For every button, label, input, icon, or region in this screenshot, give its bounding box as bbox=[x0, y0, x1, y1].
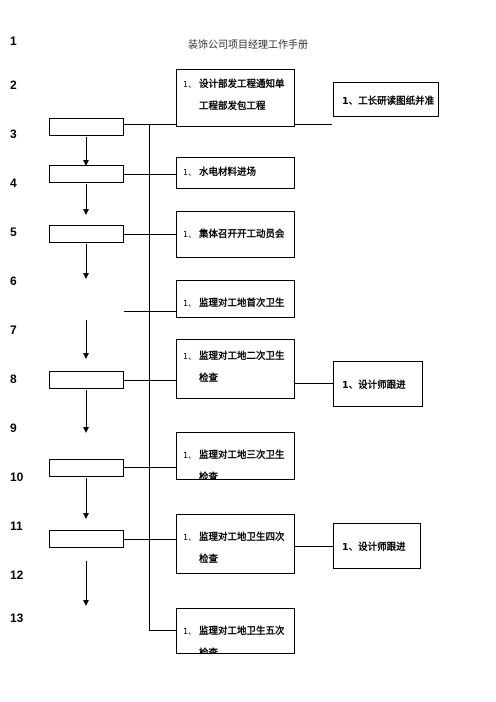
row-number-8: 8 bbox=[10, 372, 17, 386]
row-number-3: 3 bbox=[10, 127, 17, 141]
step-box-3: 1、集体召开开工动员会 bbox=[176, 211, 295, 258]
flow-arrow bbox=[83, 137, 89, 166]
flow-arrow bbox=[83, 320, 89, 359]
row-number-12: 12 bbox=[10, 568, 24, 582]
row-number-7: 7 bbox=[10, 323, 17, 337]
side-note-3: 1、设计师跟进 bbox=[333, 523, 421, 569]
flow-node-3 bbox=[49, 225, 124, 243]
row-number-2: 2 bbox=[10, 78, 17, 92]
step-box-6: 1、监理对工地三次卫生 检查 bbox=[176, 432, 295, 480]
step-box-1: 1、设计部发工程通知单 工程部发包工程 bbox=[176, 69, 295, 127]
flow-node-5 bbox=[49, 459, 124, 477]
side-note-2: 1、设计师跟进 bbox=[333, 361, 423, 407]
flow-arrow bbox=[83, 244, 89, 279]
connector-line bbox=[124, 539, 176, 540]
flow-node-4 bbox=[49, 371, 124, 389]
row-number-10: 10 bbox=[10, 470, 24, 484]
row-number-9: 9 bbox=[10, 421, 17, 435]
step-box-2: 1、水电材料进场 bbox=[176, 157, 295, 189]
row-number-5: 5 bbox=[10, 225, 17, 239]
flow-node-1 bbox=[49, 118, 124, 136]
connector-line bbox=[124, 467, 176, 468]
flow-arrow bbox=[83, 478, 89, 519]
row-number-11: 11 bbox=[10, 519, 23, 533]
connector-line bbox=[295, 546, 333, 547]
row-number-1: 1 bbox=[10, 34, 17, 48]
flow-arrow bbox=[83, 561, 89, 606]
step-box-5: 1、监理对工地二次卫生 检查 bbox=[176, 339, 295, 399]
step-box-8: 1、监理对工地卫生五次 检查 bbox=[176, 608, 295, 654]
connector-line bbox=[124, 234, 176, 235]
connector-line bbox=[124, 380, 176, 381]
connector-line bbox=[295, 383, 333, 384]
side-note-1: 1、工长研读图纸并准 bbox=[333, 82, 439, 117]
connector-line bbox=[124, 174, 176, 175]
connector-line bbox=[149, 630, 176, 631]
page-header: 装饰公司项目经理工作手册 bbox=[188, 40, 308, 51]
connector-line bbox=[124, 311, 176, 312]
row-number-13: 13 bbox=[10, 611, 24, 625]
step-box-7: 1、监理对工地卫生四次 检查 bbox=[176, 514, 295, 574]
flow-arrow bbox=[83, 184, 89, 215]
flow-arrow bbox=[83, 390, 89, 433]
row-number-6: 6 bbox=[10, 274, 17, 288]
flow-node-2 bbox=[49, 165, 124, 183]
row-number-4: 4 bbox=[10, 176, 17, 190]
spine-line bbox=[149, 124, 150, 630]
flow-node-6 bbox=[49, 530, 124, 548]
step-box-4: 1、监理对工地首次卫生 bbox=[176, 280, 295, 318]
